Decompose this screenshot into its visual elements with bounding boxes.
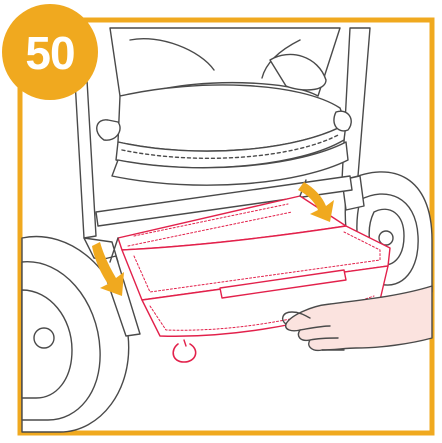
stroller-seat <box>97 28 351 185</box>
step-number-badge: 50 <box>2 4 98 100</box>
step-number: 50 <box>25 26 74 80</box>
